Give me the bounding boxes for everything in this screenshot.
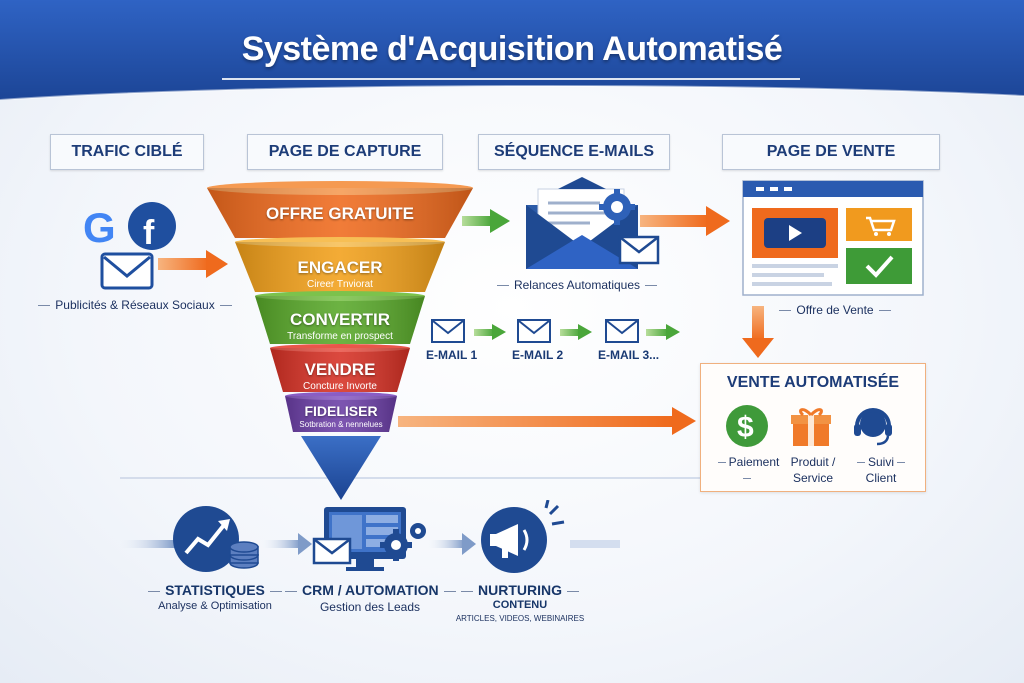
auto-sale-title: VENTE AUTOMATISÉE [726,374,900,391]
sales-label-wrap: Offre de Vente [760,303,910,317]
arrow-funnel-to-email [462,209,510,233]
bottom-crm-title-wrap: CRM / AUTOMATION [280,582,460,598]
arrow-sales-to-auto [742,306,774,358]
bottom-crm-sub: Gestion des Leads [319,600,421,614]
funnel-stage-4-title: VENDRE [304,360,376,379]
auto-sale-item-1-line1: Paiement [728,455,780,469]
auto-sale-box: VENTE AUTOMATISÉE $ Paiement Produit / S… [700,363,926,492]
video-play-icon [752,208,838,258]
auto-sale-item-payment: Paiement [709,454,785,486]
arrow-nurturing-out [570,540,620,548]
funnel-stage-1-title: OFFRE GRATUITE [266,204,414,223]
megaphone-icon [481,500,565,573]
column-header-traffic: TRAFIC CIBLÉ [50,134,204,170]
email-3-icon [605,319,639,343]
funnel-stage-4: VENDRE Concture Invorte [270,360,410,392]
sales-page-mockup [742,180,924,296]
arrow-crm-to-nurturing [428,533,476,555]
funnel-stage-3-sub: Transforme en prospect [287,331,393,342]
arrow-funnel-to-auto-sale [398,407,696,435]
crm-monitor-icon [312,507,426,571]
funnel-layer-2 [235,237,445,292]
gift-icon [791,408,831,446]
crm-gear-icon [380,523,426,561]
email-step-3: E-MAIL 3... [598,348,660,362]
svg-text:$: $ [737,411,754,444]
email-2-icon [517,319,551,343]
auto-sale-item-2-line1: Produit / [790,455,836,469]
traffic-sources: G f [83,202,176,290]
email-step-2: E-MAIL 2 [512,348,564,362]
column-header-emails: SÉQUENCE E-MAILS [478,134,670,170]
emails-label-wrap: Relances Automatiques [482,278,672,292]
funnel-stage-2: ENGACER Cireer Tnviorat [245,258,435,290]
email-1-icon [431,319,465,343]
arrow-stats-to-crm [262,533,312,555]
chart-growth-icon [173,506,259,572]
auto-sale-item-support: Suivi Client [841,454,921,486]
funnel-layer-5 [285,392,397,432]
funnel-stage-5-title: FIDELISER [304,403,378,419]
arrow-email-to-sales [640,206,730,236]
mail-icon [100,252,154,290]
bottom-nurturing-title: NURTURING [478,582,562,598]
bottom-stats-title: STATISTIQUES [165,582,265,598]
traffic-label-wrap: Publicités & Réseaux Sociaux [30,298,240,312]
header-band [0,0,1024,100]
funnel-stage-5-sub: Sotbration & nennelues [299,420,383,429]
bottom-nurturing-sub: CONTENU [492,599,548,611]
sales-funnel [207,181,473,500]
funnel-layer-1 [207,181,473,238]
bottom-stats-sub: Analyse & Optimisation [158,600,272,612]
signal-lines [544,500,565,526]
auto-sale-item-product: Produit / Service [779,454,847,486]
arrow-email-3-next [646,324,680,340]
funnel-stage-1: OFFRE GRATUITE [225,204,455,224]
column-header-capture: PAGE DE CAPTURE [247,134,443,170]
auto-sale-item-2-line2: Service [792,471,833,485]
dollar-icon: $ [726,405,768,447]
crm-mail-icon [312,537,352,565]
bottom-crm-title: CRM / AUTOMATION [302,582,439,598]
email-step-1: E-MAIL 1 [426,348,478,362]
traffic-label: Publicités & Réseaux Sociaux [55,298,215,312]
funnel-stage-3: CONVERTIR Transforme en prospect [260,310,420,342]
funnel-tip [301,436,381,500]
funnel-stage-5: FIDELISER Sotbration & nennelues [285,403,397,429]
emails-label: Relances Automatiques [513,278,641,292]
bottom-nurturing-sub2: ARTICLES, VIDEOS, WEBINAIRES [455,614,585,623]
arrow-email-1-to-2 [474,324,506,340]
auto-sale-item-3-line1: Suivi [867,455,894,469]
facebook-icon: f [128,202,176,252]
email-automation-icon [526,177,660,269]
shopping-cart-icon [846,208,912,241]
arrow-traffic-to-funnel [158,250,228,278]
gear-icon [599,189,635,225]
google-icon: G [83,204,116,251]
svg-text:G: G [83,204,116,251]
svg-text:f: f [143,214,155,252]
bottom-stats-title-wrap: STATISTIQUES [130,582,300,598]
funnel-layer-4 [270,344,410,392]
sales-page-label: Offre de Vente [796,303,874,317]
bottom-nurturing-title-wrap: NURTURING [445,582,595,598]
arrow-into-statistics [120,540,175,548]
page-title: Système d'Acquisition Automatisé [241,30,783,68]
arrow-email-2-to-3 [560,324,592,340]
funnel-layer-3 [255,291,425,344]
funnel-stage-3-title: CONVERTIR [289,310,391,329]
funnel-stage-2-sub: Cireer Tnviorat [307,279,373,290]
headset-icon [854,408,892,446]
funnel-stage-2-title: ENGACER [297,258,383,277]
column-header-sales: PAGE DE VENTE [722,134,940,170]
small-mail-icon [618,235,660,265]
checkmark-icon [846,248,912,284]
funnel-stage-4-sub: Concture Invorte [303,381,377,392]
auto-sale-item-3-line2: Client [865,471,897,485]
